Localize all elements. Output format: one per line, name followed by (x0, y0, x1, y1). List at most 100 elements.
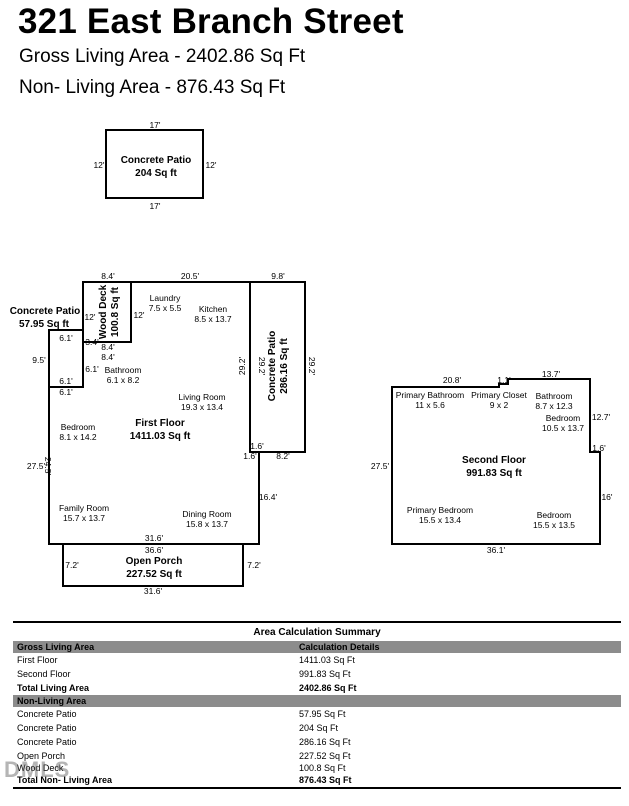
patio-right-name: Concrete Patio (267, 331, 278, 402)
room-laundry-dim: 7.5 x 5.5 (149, 303, 182, 313)
table-row: Concrete Patio 286.16 Sq Ft (13, 735, 621, 749)
dim-label: 1.1' (497, 375, 511, 385)
wood-deck-name: Wood Deck (98, 284, 109, 339)
dim-label: 6.1' (59, 333, 73, 343)
dim-label: 17' (149, 201, 160, 211)
room-bedroom-2: Bedroom (546, 413, 581, 423)
table-row: Open Porch 227.52 Sq Ft (13, 749, 621, 761)
room-primary-bedroom-dim: 15.5 x 13.4 (419, 515, 461, 525)
room-primary-bathroom: Primary Bathroom (396, 390, 465, 400)
patio-right-area: 286.16 Sq ft (279, 338, 290, 394)
patio-left-area: 57.95 Sq ft (19, 319, 70, 330)
row-label: Second Floor (17, 669, 71, 679)
dim-label: 8.4' (101, 342, 115, 352)
dim-label: 13.7' (542, 369, 561, 379)
second-floor-outline (391, 378, 601, 545)
wood-deck-area: 100.8 Sq ft (110, 286, 121, 337)
patio-top-area: 204 Sq ft (135, 168, 177, 179)
room-kitchen: Kitchen (199, 304, 228, 314)
row-value: 227.52 Sq Ft (299, 751, 351, 761)
dim-label: 29.2' (237, 357, 247, 376)
dim-label: 24.5' (43, 457, 53, 476)
wood-deck-outline (82, 281, 132, 343)
room-laundry: Laundry (150, 293, 181, 303)
table-row: First Floor 1411.03 Sq Ft (13, 653, 621, 667)
total-living-area-row: Total Living Area 2402.86 Sq Ft (13, 681, 621, 695)
row-value: 100.8 Sq Ft (299, 763, 346, 773)
dim-label: 9.8' (271, 271, 285, 281)
dim-label: 6.1' (85, 364, 99, 374)
dim-label: 6.1' (59, 387, 73, 397)
room-bedroom-3-dim: 15.5 x 13.5 (533, 520, 575, 530)
room-family-dim: 15.7 x 13.7 (63, 513, 105, 523)
dim-label: 8.4' (101, 352, 115, 362)
concrete-patio-right-outline (249, 281, 306, 453)
row-label: Concrete Patio (17, 737, 77, 747)
first-floor-name: First Floor (135, 418, 185, 429)
patio-top-name: Concrete Patio (121, 155, 192, 166)
dim-label: 27.5' (27, 461, 46, 471)
room-bedroom-dim: 8.1 x 14.2 (59, 432, 97, 442)
porch-area: 227.52 Sq ft (126, 569, 182, 580)
row-label: Wood Deck (17, 763, 64, 773)
dim-label: 12' (205, 160, 216, 170)
non-living-area-header: Non-Living Area (13, 695, 621, 707)
dim-label: 7.2' (247, 560, 261, 570)
page-title: 321 East Branch Street (18, 2, 404, 41)
dim-label: 1.6' (592, 443, 606, 453)
open-porch-outline (62, 543, 244, 587)
dim-label: 3.4' (85, 337, 99, 347)
table-row: Concrete Patio 204 Sq Ft (13, 721, 621, 735)
room-living: Living Room (178, 392, 225, 402)
row-label: Open Porch (17, 751, 66, 761)
room-dining: Dining Room (182, 509, 231, 519)
room-primary-closet: Primary Closet (471, 390, 527, 400)
dim-label: 16.4' (259, 492, 278, 502)
concrete-patio-left-outline (48, 329, 84, 388)
dim-label: 20.5' (181, 271, 200, 281)
row-value: 876.43 Sq Ft (299, 775, 352, 785)
dim-label: 1.6' (243, 451, 257, 461)
row-value: 286.16 Sq Ft (299, 737, 351, 747)
floor-plan-sketch: 17' 17' 12' 12' Concrete Patio 204 Sq ft… (10, 120, 613, 596)
room-dining-dim: 15.8 x 13.7 (186, 519, 228, 529)
row-value: 991.83 Sq Ft (299, 669, 351, 679)
table-row: Wood Deck 100.8 Sq Ft (13, 761, 621, 773)
dim-label: 29.2' (257, 357, 267, 376)
table-row: Second Floor 991.83 Sq Ft (13, 667, 621, 681)
dim-label: 31.6' (144, 586, 163, 596)
total-non-living-area-row: Total Non- Living Area 876.43 Sq Ft (13, 773, 621, 789)
row-label: Total Living Area (17, 683, 90, 693)
room-bathroom: Bathroom (105, 365, 142, 375)
dim-label: 12' (133, 310, 144, 320)
row-label: Total Non- Living Area (17, 775, 113, 785)
dim-label: 8.2' (276, 451, 290, 461)
watermark-logo: DMLS (4, 757, 71, 782)
dim-label: 27.5' (371, 461, 390, 471)
row-label: First Floor (17, 655, 58, 665)
concrete-patio-top-outline (105, 129, 204, 199)
dim-label: 6.1' (59, 376, 73, 386)
room-primary-closet-dim: 9 x 2 (490, 400, 509, 410)
room-living-dim: 19.3 x 13.4 (181, 402, 223, 412)
first-floor-area: 1411.03 Sq ft (130, 431, 191, 442)
gross-living-area-header: Gross Living Area Calculation Details (13, 641, 621, 653)
dim-label: 36.1' (487, 545, 506, 555)
dim-label: 29.2' (307, 357, 317, 376)
calc-details-header: Calculation Details (299, 642, 380, 652)
room-bathroom-2-dim: 8.7 x 12.3 (535, 401, 573, 411)
table-row: Concrete Patio 57.95 Sq Ft (13, 707, 621, 721)
dim-label: 9.5' (32, 355, 46, 365)
second-floor-name: Second Floor (462, 455, 526, 466)
second-floor-area: 991.83 Sq ft (466, 468, 522, 479)
dim-label: 12.7' (592, 412, 611, 422)
area-calculation-summary: Area Calculation Summary Gross Living Ar… (13, 621, 621, 789)
dim-label: 7.2' (65, 560, 79, 570)
gross-living-area-heading: Gross Living Area - 2402.86 Sq Ft (19, 46, 306, 67)
room-primary-bedroom: Primary Bedroom (407, 505, 473, 515)
row-label: Concrete Patio (17, 723, 77, 733)
room-bedroom-2-dim: 10.5 x 13.7 (542, 423, 584, 433)
room-bathroom-2: Bathroom (536, 391, 573, 401)
room-family: Family Room (59, 503, 109, 513)
row-value: 1411.03 Sq Ft (299, 655, 355, 665)
